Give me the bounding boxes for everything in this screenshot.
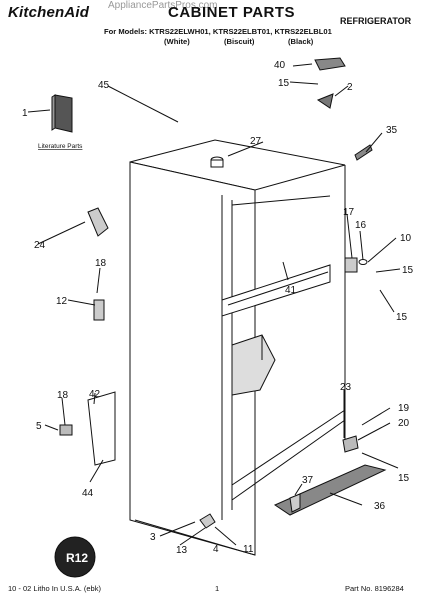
models-line: For Models: KTRS22ELWH01, KTRS22ELBT01, … <box>104 27 332 36</box>
leader-lines <box>27 63 401 546</box>
refrigerant-badge-label: R12 <box>66 551 88 565</box>
callout-11: 11 <box>243 544 254 555</box>
top-hinge <box>316 93 334 109</box>
literature-caption: Literature Parts <box>38 143 83 150</box>
callout-19: 19 <box>398 403 410 414</box>
callout-20: 20 <box>398 418 410 429</box>
callout-42: 42 <box>89 389 101 400</box>
hinge-cover <box>314 57 346 71</box>
callout-45: 45 <box>98 80 110 91</box>
side-cover <box>87 391 116 466</box>
callout-24: 24 <box>34 240 46 251</box>
callout-35: 35 <box>386 125 398 136</box>
callout-5: 5 <box>36 421 42 432</box>
callout-15d: 15 <box>398 473 410 484</box>
refrigerant-badge <box>54 536 96 578</box>
callout-17: 17 <box>343 207 355 218</box>
brand-logo: KitchenAid <box>8 4 90 21</box>
callout-41: 41 <box>285 285 297 296</box>
callout-23: 23 <box>340 382 352 393</box>
callout-12: 12 <box>56 296 68 307</box>
callout-2: 2 <box>347 82 353 93</box>
door-stop <box>87 207 109 237</box>
footer-page-number: 1 <box>215 584 220 593</box>
callout-16: 16 <box>355 220 367 231</box>
hinge-bracket <box>93 299 105 321</box>
cabinet-parts <box>54 57 387 578</box>
callout-18a: 18 <box>95 258 107 269</box>
callout-27: 27 <box>250 136 262 147</box>
callout-18b: 18 <box>57 390 69 401</box>
footer-litho: 10 - 02 Litho In U.S.A. (ebk) <box>8 584 101 593</box>
roller <box>199 513 216 529</box>
clip <box>289 493 301 513</box>
callout-37: 37 <box>302 475 314 486</box>
callout-4: 4 <box>213 544 219 555</box>
cabinet-plug-body <box>210 159 224 168</box>
grille <box>273 464 387 516</box>
callout-13: 13 <box>176 545 188 556</box>
callout-15b: 15 <box>402 265 414 276</box>
literature-booklet-icon <box>51 94 73 133</box>
watermark: AppliancePartsPros.com <box>108 0 218 11</box>
doc-type-label: REFRIGERATOR <box>340 16 412 26</box>
footer-part-number: Part No. 8196284 <box>345 584 404 593</box>
color-white: (White) <box>164 37 190 46</box>
callout-numbers: 1 2 3 4 5 10 11 12 13 15 15 15 15 16 17 … <box>22 60 414 556</box>
callout-10: 10 <box>400 233 412 244</box>
bracket <box>59 424 73 436</box>
callout-40: 40 <box>274 60 286 71</box>
hinge-pin <box>354 144 373 161</box>
color-black: (Black) <box>288 37 314 46</box>
color-biscuit: (Biscuit) <box>224 37 255 46</box>
center-hinge <box>344 257 358 273</box>
page-title: CABINET PARTS <box>168 4 296 21</box>
lower-hinge <box>342 435 359 453</box>
callout-1: 1 <box>22 108 28 119</box>
cabinet-body <box>129 139 346 556</box>
callout-36: 36 <box>374 501 386 512</box>
callout-3: 3 <box>150 532 156 543</box>
callout-15a: 15 <box>278 78 290 89</box>
washer <box>358 259 368 265</box>
callout-15c: 15 <box>396 312 408 323</box>
callout-44: 44 <box>82 488 94 499</box>
